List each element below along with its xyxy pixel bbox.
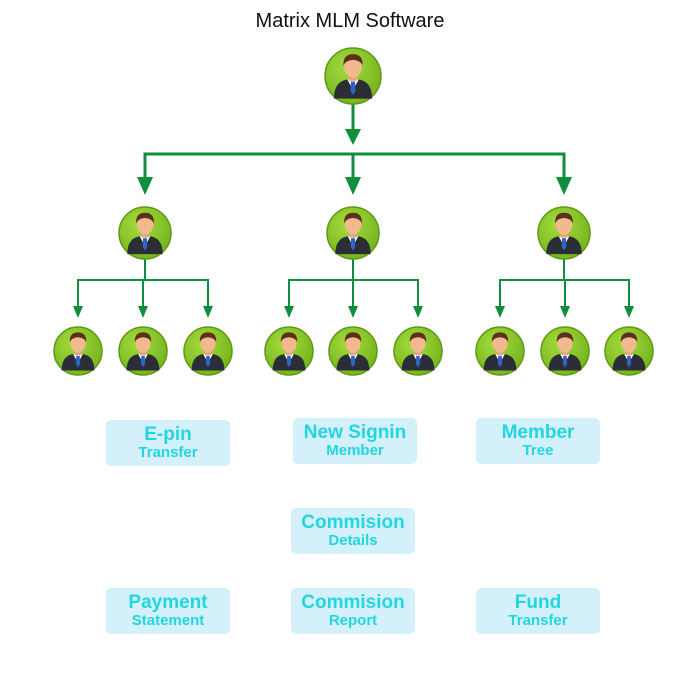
level2-arrow-1-2 (138, 306, 148, 318)
level2-member-node-3-2[interactable] (540, 326, 590, 376)
level1-arrow-2 (345, 177, 361, 195)
feature-label-main: New Signin (303, 422, 407, 444)
feature-label-main: Fund (514, 592, 562, 614)
level2-member-node-1-3[interactable] (183, 326, 233, 376)
level2-member-node-2-3[interactable] (393, 326, 443, 376)
level2-arrow-1-3 (203, 306, 213, 318)
feature-member-tree[interactable]: Member Tree (476, 418, 600, 464)
root-down-arrow (345, 129, 361, 145)
feature-epin-transfer[interactable]: E-pin Transfer (106, 420, 230, 466)
feature-label-sub: Transfer (138, 444, 198, 462)
level1-member-node-3[interactable] (537, 206, 591, 260)
level2-member-node-2-1[interactable] (264, 326, 314, 376)
diagram-title: Matrix MLM Software (255, 10, 445, 32)
level2-arrow-2-1 (284, 306, 294, 318)
feature-label-sub: Details (328, 532, 378, 550)
feature-label-sub: Report (328, 612, 378, 630)
level2-arrow-2-3 (413, 306, 423, 318)
level2-arrow-2-2 (348, 306, 358, 318)
feature-commision-details[interactable]: Commision Details (291, 508, 415, 554)
feature-payment-statement[interactable]: Payment Statement (106, 588, 230, 634)
feature-commision-report[interactable]: Commision Report (291, 588, 415, 634)
level2-member-node-1-1[interactable] (53, 326, 103, 376)
level2-arrow-3-2 (560, 306, 570, 318)
feature-label-main: E-pin (144, 424, 192, 446)
level2-arrow-3-1 (495, 306, 505, 318)
feature-label-sub: Tree (522, 442, 554, 460)
feature-label-sub: Statement (131, 612, 205, 630)
feature-label-main: Commision (301, 512, 405, 534)
level2-arrow-3-3 (624, 306, 634, 318)
matrix-tree (53, 47, 654, 376)
feature-label-sub: Transfer (508, 612, 568, 630)
level1-member-node-1[interactable] (118, 206, 172, 260)
root-member-node[interactable] (324, 47, 382, 105)
feature-label-main: Commision (301, 592, 405, 614)
feature-label-sub: Member (326, 442, 384, 460)
level1-arrow-1 (137, 177, 153, 195)
level2-member-node-2-2[interactable] (328, 326, 378, 376)
level2-member-node-3-1[interactable] (475, 326, 525, 376)
level1-arrow-3 (556, 177, 572, 195)
level1-member-node-2[interactable] (326, 206, 380, 260)
feature-label-main: Payment (128, 592, 208, 614)
level2-arrow-1-1 (73, 306, 83, 318)
level2-member-node-1-2[interactable] (118, 326, 168, 376)
feature-new-signin-member[interactable]: New Signin Member (293, 418, 417, 464)
level2-member-node-3-3[interactable] (604, 326, 654, 376)
feature-fund-transfer[interactable]: Fund Transfer (476, 588, 600, 634)
feature-label-main: Member (501, 422, 575, 444)
